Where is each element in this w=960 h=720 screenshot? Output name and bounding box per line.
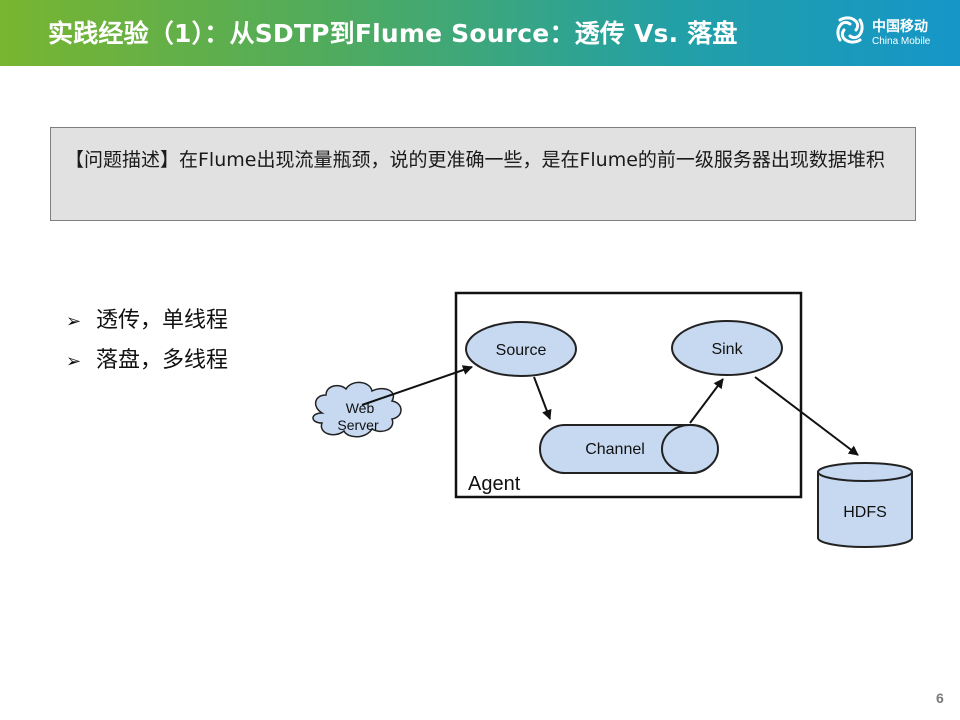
arrow-sink-to-hdfs bbox=[754, 376, 859, 456]
title-bar: 实践经验（1）：从SDTP到Flume Source：透传 Vs. 落盘 中国移… bbox=[0, 0, 960, 66]
arrow-bullet-icon: ➢ bbox=[66, 351, 82, 372]
bullet-item-passthrough: ➢ 透传，单线程 bbox=[66, 302, 228, 342]
agent-label: Agent bbox=[468, 473, 521, 495]
logo-chinese-text: 中国移动 bbox=[872, 19, 928, 35]
sink-node bbox=[671, 320, 783, 376]
china-mobile-emblem-icon bbox=[836, 16, 864, 44]
flume-agent-diagram: Agent Web Server Source Sink Channel HDF… bbox=[312, 291, 913, 548]
china-mobile-logo: 中国移动 China Mobile bbox=[832, 12, 944, 54]
arrow-web-to-source bbox=[361, 365, 473, 406]
page-number: 6 bbox=[936, 690, 944, 706]
channel-label: Channel bbox=[585, 441, 645, 458]
channel-node bbox=[539, 424, 719, 474]
arrow-bullet-icon: ➢ bbox=[66, 311, 82, 332]
hdfs-node bbox=[817, 462, 913, 548]
problem-description-text: 【问题描述】在Flume出现流量瓶颈，说的更准确一些，是在Flume的前一级服务… bbox=[65, 149, 885, 171]
source-node bbox=[465, 321, 577, 377]
arrow-channel-to-sink bbox=[689, 378, 724, 424]
bullet-text: 透传，单线程 bbox=[96, 308, 229, 333]
web-server-label-line2: Server bbox=[337, 417, 379, 433]
bullet-text: 落盘，多线程 bbox=[96, 348, 229, 373]
logo-english-text: China Mobile bbox=[872, 36, 931, 47]
slide-title: 实践经验（1）：从SDTP到Flume Source：透传 Vs. 落盘 bbox=[48, 19, 738, 48]
bullet-list: ➢ 透传，单线程 ➢ 落盘，多线程 bbox=[66, 302, 228, 382]
bullet-item-disk: ➢ 落盘，多线程 bbox=[66, 342, 228, 382]
hdfs-label: HDFS bbox=[843, 504, 887, 521]
sink-label: Sink bbox=[711, 341, 743, 358]
source-label: Source bbox=[496, 342, 547, 359]
web-server-cloud bbox=[312, 381, 402, 438]
problem-description-box: 【问题描述】在Flume出现流量瓶颈，说的更准确一些，是在Flume的前一级服务… bbox=[50, 127, 916, 221]
arrow-source-to-channel bbox=[533, 376, 552, 420]
